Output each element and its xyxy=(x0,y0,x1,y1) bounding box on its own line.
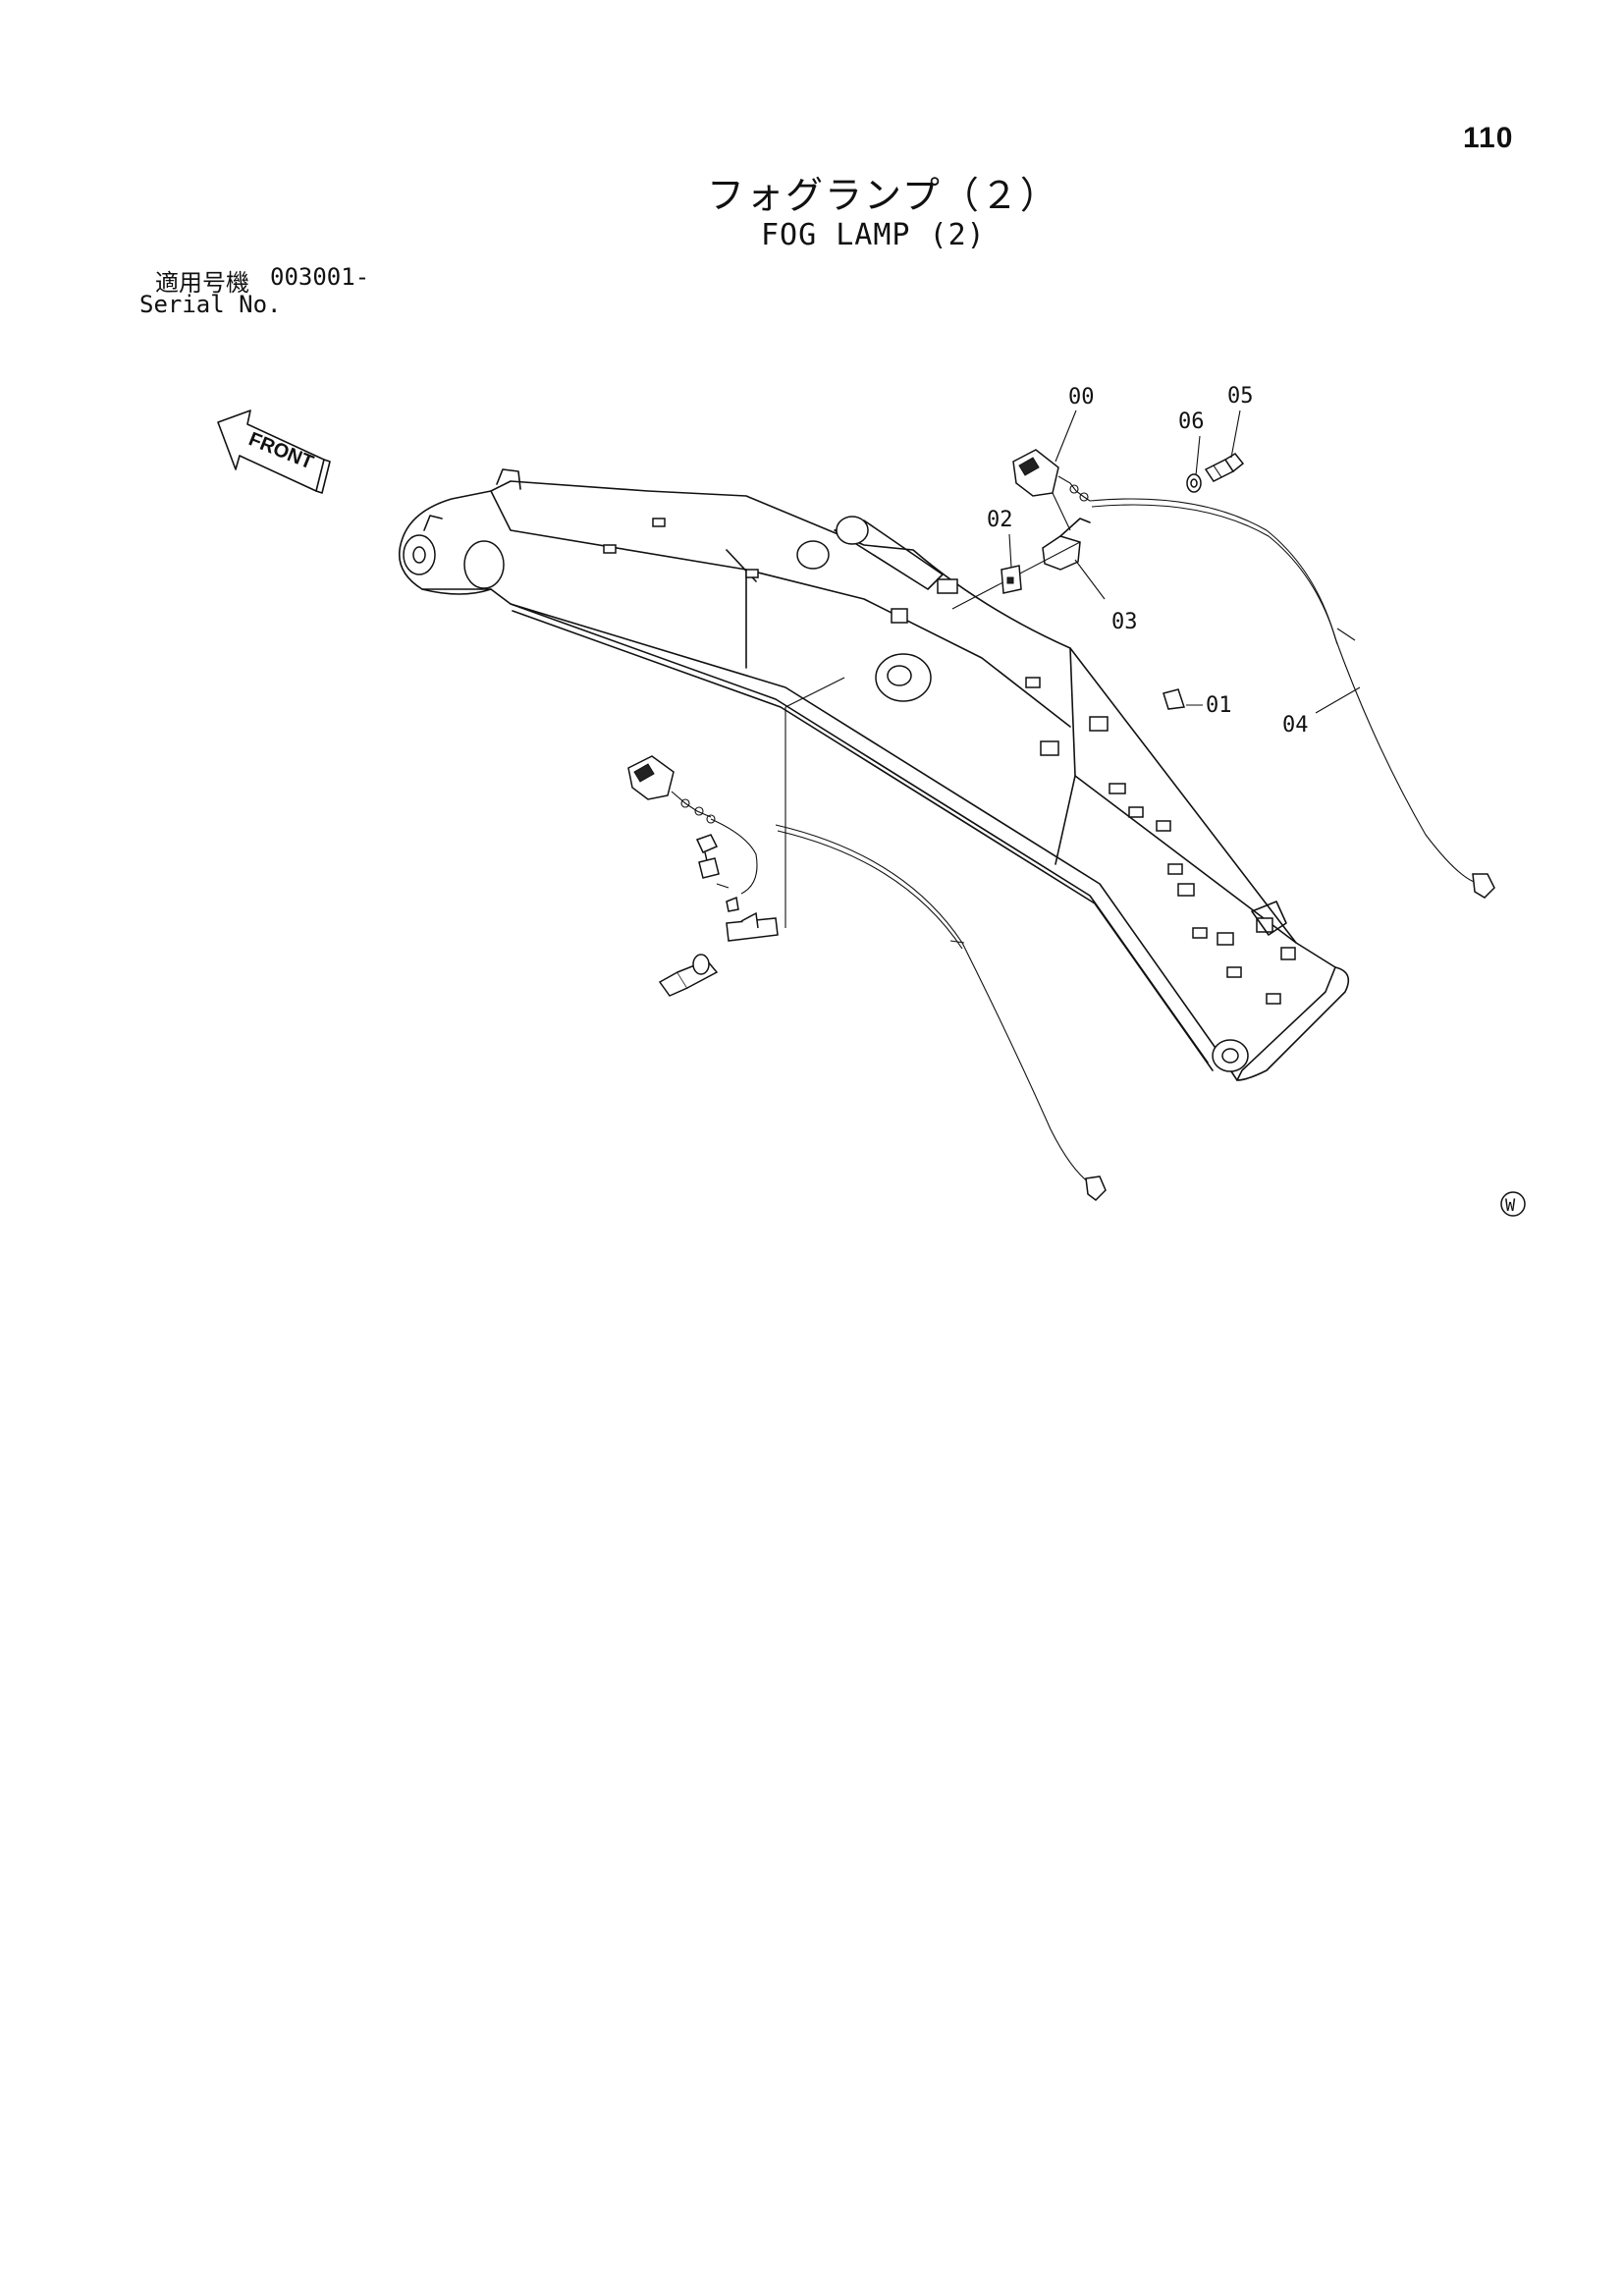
callout-02: 02 xyxy=(987,508,1013,532)
callout-03: 03 xyxy=(1111,610,1138,634)
page-number: 110 xyxy=(1463,122,1514,154)
serial-label-japanese: 適用号機 xyxy=(155,269,249,297)
serial-label-english: Serial No. xyxy=(139,291,282,318)
part-06-washer xyxy=(1186,473,1202,493)
circled-w-mark: W xyxy=(1500,1191,1526,1217)
title-english: FOG LAMP (2) xyxy=(761,218,986,252)
callout-06: 06 xyxy=(1178,410,1205,434)
serial-value: 003001- xyxy=(270,263,370,291)
part-02-clip xyxy=(1001,565,1022,594)
fog-lamp-left xyxy=(627,677,1107,1201)
callout-05: 05 xyxy=(1227,384,1254,409)
boom-outline xyxy=(399,468,1350,1081)
mark-letter: W xyxy=(1505,1196,1516,1216)
title-japanese: フォグランプ（２） xyxy=(707,174,1059,217)
part-01-clip xyxy=(1163,688,1186,710)
callout-00: 00 xyxy=(1068,385,1095,410)
front-arrow-icon: FRONT xyxy=(217,410,331,494)
callout-01: 01 xyxy=(1206,693,1232,718)
callout-04: 04 xyxy=(1282,713,1309,738)
leader-lines xyxy=(1008,410,1361,714)
fog-lamp-right xyxy=(951,449,1495,899)
front-arrow-label: FRONT xyxy=(245,428,316,473)
part-05-bolt xyxy=(1204,453,1245,482)
